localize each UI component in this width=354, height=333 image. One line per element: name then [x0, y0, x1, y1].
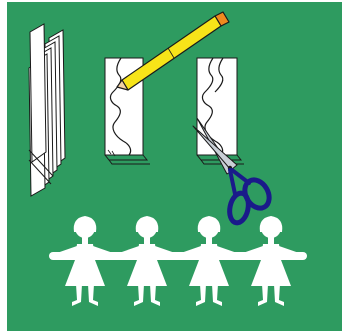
- craft-instructions-panel: [5, 0, 344, 333]
- paper-doll-illustration: [5, 0, 344, 333]
- paper-stack-cut: [197, 58, 244, 164]
